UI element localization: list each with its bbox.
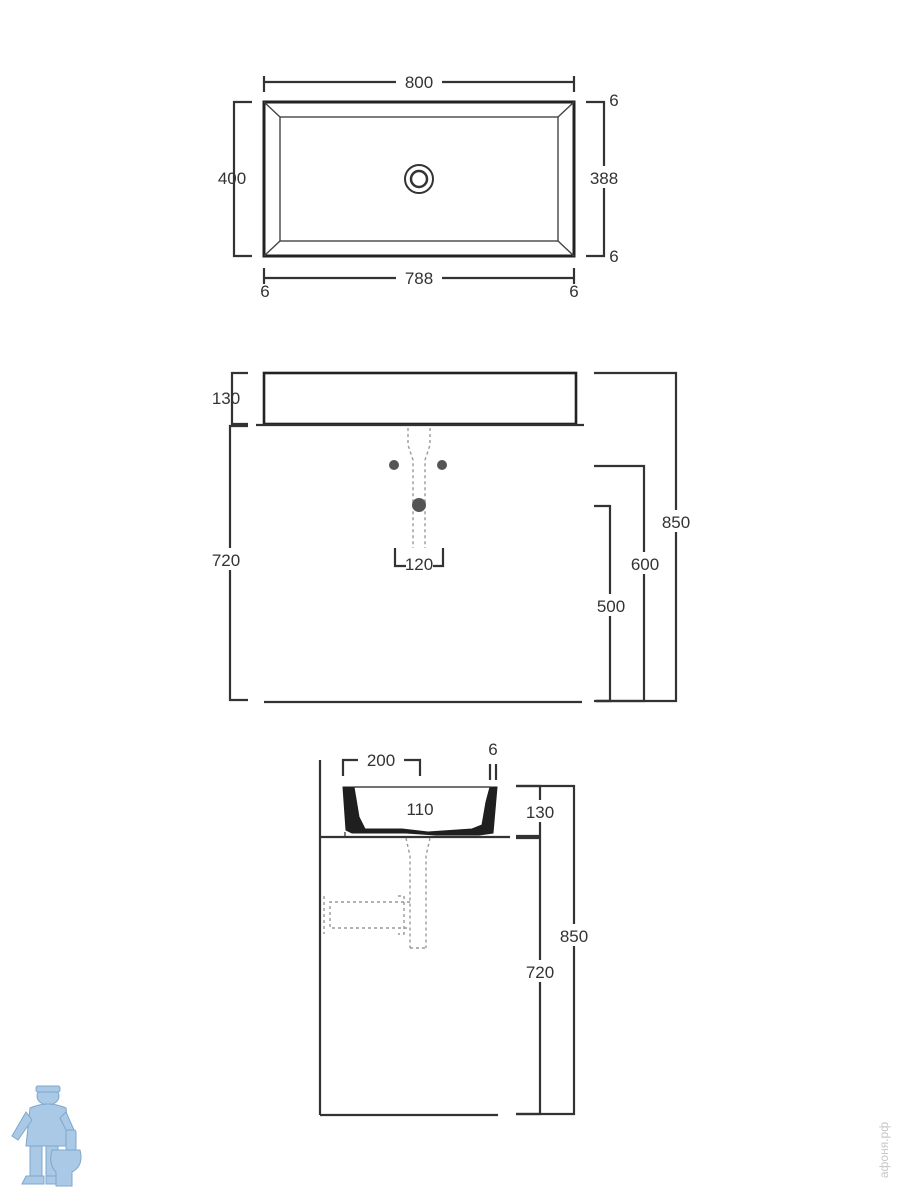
dim-bracket (230, 371, 248, 426)
corner-line (557, 240, 575, 257)
dim-rim-left: 6 (260, 282, 269, 301)
dim-bracket (433, 548, 445, 568)
dim-supply-height: 600 (631, 555, 659, 574)
dim-bracket (393, 548, 406, 568)
basin-inner-top (279, 116, 559, 242)
dim-bracket (594, 464, 646, 703)
label-mask (586, 166, 626, 188)
plumber-logo-icon (11, 1085, 82, 1187)
label-mask (520, 800, 562, 822)
side-view: 200 6 110 130 720 850 (318, 740, 596, 1117)
label-mask (206, 548, 252, 570)
trap-joint (398, 895, 405, 935)
dim-total-height-side: 850 (560, 927, 588, 946)
dim-rim-right: 6 (569, 282, 578, 301)
dim-bracket (594, 371, 678, 703)
dim-bowl-depth: 110 (406, 800, 433, 819)
basin-front (262, 371, 578, 426)
corner-line (263, 101, 281, 118)
dim-width-outer: 800 (405, 73, 433, 92)
dim-bracket (232, 100, 252, 258)
drain-pipe-dashed (407, 428, 431, 548)
dim-total-height: 850 (662, 513, 690, 532)
label-mask (658, 510, 702, 532)
trap-dashed (323, 837, 431, 949)
top-view: 800 400 388 6 6 788 6 6 (218, 73, 626, 301)
watermark-text: афоня.рф (877, 1122, 891, 1178)
front-view: 120 130 720 850 600 500 (206, 371, 702, 704)
drain-hole-inner (409, 169, 429, 189)
dim-counter-height-side: 720 (526, 963, 554, 982)
basin-outline-top (262, 100, 576, 258)
dim-height-outer: 400 (218, 169, 246, 188)
dim-bracket (341, 758, 358, 776)
dim-height-inner: 388 (590, 169, 618, 188)
dim-counter-height: 720 (212, 551, 240, 570)
label-mask (592, 594, 632, 616)
supply-valve (437, 460, 447, 470)
dim-rim-bottom: 6 (609, 247, 618, 266)
corner-line (263, 240, 281, 257)
label-mask (552, 924, 596, 946)
label-mask (520, 960, 562, 982)
drain-hole-outer (404, 164, 434, 194)
dim-depth: 200 (367, 751, 395, 770)
drain-outlet (412, 498, 426, 512)
supply-valve (389, 460, 399, 470)
label-mask (624, 552, 668, 574)
dim-width-inner: 788 (405, 269, 433, 288)
dim-basin-height-side: 130 (526, 803, 554, 822)
dim-drain-spacing: 120 (405, 555, 433, 574)
dim-bracket (516, 784, 576, 1116)
dim-basin-height: 130 (212, 389, 240, 408)
dim-rim-top: 6 (609, 91, 618, 110)
dim-bracket (404, 758, 422, 776)
dim-rim: 6 (488, 740, 497, 759)
basin-section (342, 786, 498, 836)
dim-drain-height: 500 (597, 597, 625, 616)
corner-line (557, 101, 575, 118)
